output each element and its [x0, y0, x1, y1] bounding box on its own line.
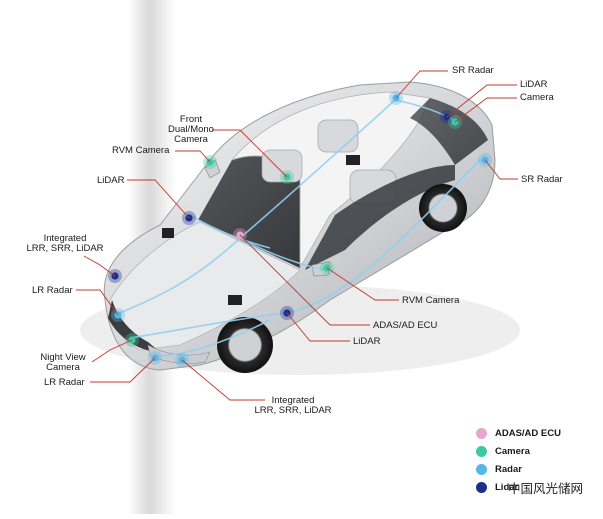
- car-headlight: [147, 344, 211, 364]
- adas-ecu-dot-icon: [476, 428, 487, 439]
- leader-integrated-bottom: [181, 359, 265, 401]
- label-night-view-line2: Camera: [46, 362, 80, 373]
- label-rvm-camera-left: RVM Camera: [112, 145, 170, 156]
- legend-label: Radar: [495, 464, 522, 475]
- camera-dot-icon: [476, 446, 487, 457]
- leader-sr-radar-right: [484, 159, 518, 180]
- leader-lidar-rear: [446, 84, 517, 118]
- leader-lr-radar-top: [76, 289, 119, 316]
- label-lr-radar-bottom: LR Radar: [44, 377, 85, 388]
- sensor-block: [346, 155, 360, 165]
- label-lidar-left: LiDAR: [97, 175, 125, 186]
- label-rvm-camera-right: RVM Camera: [402, 295, 460, 306]
- label-adas-ecu: ADAS/AD ECU: [373, 320, 438, 331]
- car-rear-window: [410, 98, 488, 165]
- lidar-dot-icon: [476, 482, 487, 493]
- label-integrated-bottom-line2: LRR, SRR, LiDAR: [254, 405, 332, 416]
- label-front-camera-line2: Dual/Mono: [168, 124, 214, 135]
- leader-sr-radar-top: [395, 70, 448, 99]
- legend-label: ADAS/AD ECU: [495, 428, 561, 439]
- car-seat: [261, 149, 303, 183]
- car-side-window: [305, 165, 455, 270]
- label-lr-radar-top: LR Radar: [32, 285, 73, 296]
- label-integrated-bottom: Integrated LRR, SRR, LiDAR: [252, 396, 334, 416]
- label-integrated-top-line1: Integrated: [43, 233, 87, 244]
- label-integrated-top: Integrated LRR, SRR, LiDAR: [24, 234, 106, 254]
- label-lidar-rear: LiDAR: [520, 79, 548, 90]
- sensor-block: [162, 228, 174, 238]
- label-sr-radar-right: SR Radar: [521, 174, 563, 185]
- car-rear-wheel: [419, 184, 467, 232]
- label-night-view-line1: Night View: [40, 352, 86, 363]
- leader-integrated-top: [83, 255, 116, 277]
- leader-rvm-camera-right: [326, 267, 399, 301]
- label-front-camera-line3: Camera: [174, 134, 208, 145]
- radar-dot-icon: [476, 464, 487, 475]
- legend-label: Camera: [495, 446, 530, 457]
- leader-lidar-bottom: [286, 312, 350, 342]
- label-integrated-bottom-line1: Integrated: [271, 395, 315, 406]
- car-front-wheel: [217, 317, 273, 373]
- label-front-camera-line1: Front: [179, 114, 203, 125]
- label-integrated-top-line2: LRR, SRR, LiDAR: [26, 243, 104, 254]
- leader-rvm-camera-left: [175, 150, 211, 163]
- legend-label: Lidar: [495, 482, 519, 493]
- label-camera-rear: Camera: [520, 92, 554, 103]
- watermark-text: 中国风光储网: [508, 481, 584, 496]
- label-front-camera: Front Dual/Mono Camera: [154, 115, 228, 145]
- leader-adas-ecu: [239, 234, 370, 326]
- label-lidar-bottom: LiDAR: [353, 336, 381, 347]
- label-night-view-camera: Night View Camera: [32, 353, 94, 373]
- leader-night-view: [91, 339, 133, 363]
- car-seat: [317, 119, 359, 153]
- leader-lidar-left: [127, 179, 190, 219]
- leader-lr-radar-bottom: [90, 357, 156, 383]
- sensor-block: [228, 295, 242, 305]
- label-sr-radar-top: SR Radar: [452, 65, 494, 76]
- leader-camera-rear: [454, 97, 517, 123]
- car-windshield: [198, 156, 300, 268]
- leader-front-camera: [212, 129, 288, 178]
